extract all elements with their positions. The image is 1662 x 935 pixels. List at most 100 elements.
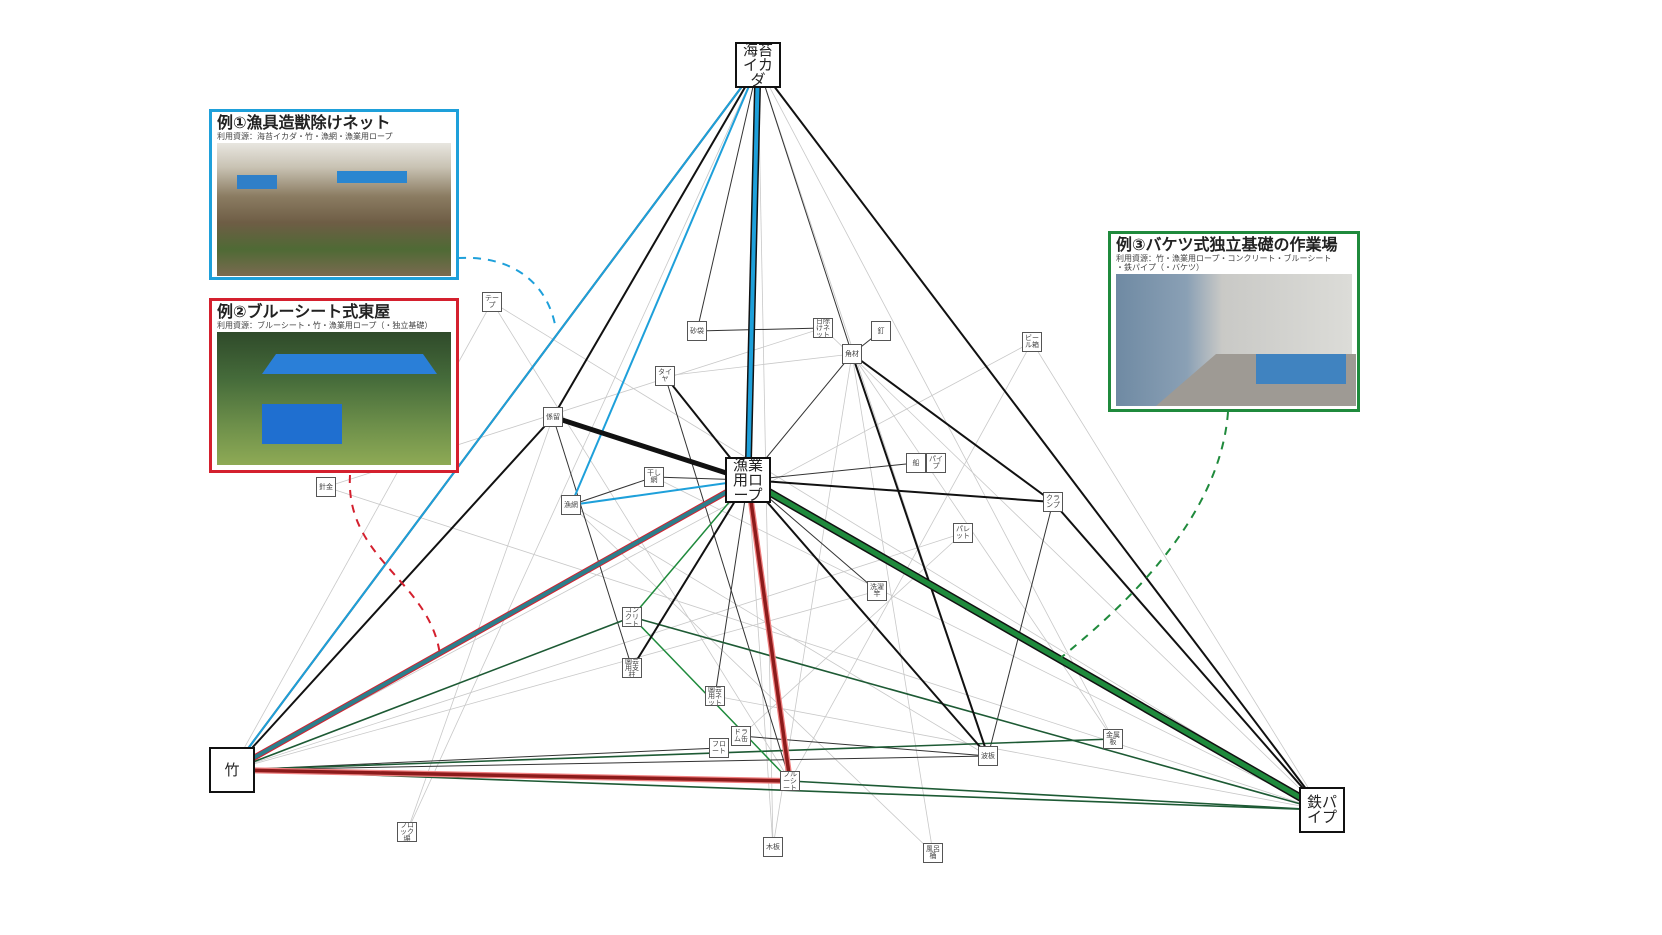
edge-block-nori: [406, 64, 759, 833]
node-nori: 海苔イカダ: [735, 42, 781, 88]
node-rope: 漁業用ロープ: [725, 457, 771, 503]
edge-bath-net: [570, 504, 934, 854]
edge-lumber-tire: [664, 353, 853, 377]
node-tire: タイヤ: [655, 366, 675, 386]
edge-bath-lumber: [851, 353, 934, 854]
edge-drum-wave: [740, 735, 989, 757]
edge-rope-bamboo: [231, 478, 749, 772]
edge-rope-wave: [747, 479, 989, 757]
edge-clamp-wave: [987, 501, 1054, 757]
example-title: 例③バケツ式独立基礎の作業場: [1116, 235, 1338, 254]
edge-rope-blue: [746, 479, 792, 782]
example-photo-workspace: [1116, 274, 1352, 406]
edge-blue-pipe: [789, 780, 1323, 811]
edge-metal-nori: [757, 64, 1114, 740]
node-nail: 釘: [871, 321, 891, 341]
edge-board-rope: [747, 479, 774, 848]
node-pipe2: パイプ: [926, 453, 946, 473]
edge-tape-pipe: [491, 301, 1323, 811]
edge-net-wave: [570, 504, 989, 757]
edge-nori-rope: [746, 64, 760, 481]
edge-bamboo-pipe: [231, 769, 1323, 811]
node-gpost: 園芸用支柱: [622, 658, 642, 678]
edge-dry-net: [570, 476, 655, 506]
node-laundry: 洗濯竿: [867, 581, 887, 601]
connector-example-3: [1057, 411, 1229, 661]
edge-nori-lumber: [757, 64, 853, 355]
node-gnet: 園芸用ネット: [705, 686, 725, 706]
edge-drum-pallet: [740, 532, 964, 737]
node-boat: 船: [906, 453, 926, 473]
edge-nori-sandbag: [696, 64, 759, 332]
node-float: フロート: [709, 738, 729, 758]
node-wire: 針金: [316, 477, 336, 497]
node-blue: ブルーシート: [780, 771, 800, 791]
node-pallet: パレット: [953, 523, 973, 543]
edge-sandbag-shade: [696, 327, 824, 332]
connector-example-1: [457, 256, 557, 331]
node-lumber: 角材: [842, 344, 862, 364]
edge-nori-mooring: [552, 64, 759, 418]
edge-beer-pipe: [1031, 341, 1323, 811]
example-card-3: 例③バケツ式独立基礎の作業場 利用資源：竹・漁業用ロープ・コンクリート・ブルーシ…: [1108, 231, 1360, 412]
node-beer: ビール箱: [1022, 332, 1042, 352]
node-concrete: コンクリート: [622, 607, 642, 627]
node-wave: 波板: [978, 746, 998, 766]
example-photo-tarp-shelter: [217, 332, 451, 465]
edge-rope-pipe: [746, 477, 1324, 813]
connector-example-2: [348, 474, 441, 656]
example-title: 例①漁具造獣除けネット: [217, 113, 391, 132]
example-resources: 利用資源：ブルーシート・竹・漁業用ロープ（・独立基礎）: [217, 321, 433, 330]
edge-nori-net: [570, 64, 759, 506]
node-tape: テープ: [482, 292, 502, 312]
node-dry: 干し網: [644, 467, 664, 487]
node-shade: 日除けネット: [813, 318, 833, 338]
edge-nori-pipe: [757, 64, 1323, 811]
edge-dry-pipe: [653, 476, 1323, 811]
node-net: 漁網: [561, 495, 581, 515]
node-metal: 金属板: [1103, 729, 1123, 749]
edge-concrete-pipe: [631, 616, 1323, 811]
edge-rope-boat: [747, 462, 917, 481]
edge-wire-pipe: [325, 486, 1323, 811]
edge-tire-blue: [664, 375, 791, 782]
edge-lumber-clamp: [851, 353, 1054, 503]
edge-bamboo-concrete: [231, 616, 633, 771]
edge-block-mooring: [406, 416, 554, 833]
example-photo-animal-net: [217, 143, 451, 276]
node-board: 木板: [763, 837, 783, 857]
edge-float-bamboo: [231, 747, 720, 771]
example-resources-cont: ・鉄パイプ（・バケツ）: [1116, 263, 1204, 272]
edge-clamp-pipe: [1052, 501, 1323, 811]
example-resources: 利用資源：竹・漁業用ロープ・コンクリート・ブルーシート: [1116, 254, 1332, 263]
example-title: 例②ブルーシート式東屋: [217, 302, 391, 321]
edge-nori-bamboo: [231, 64, 759, 771]
example-card-2: 例②ブルーシート式東屋 利用資源：ブルーシート・竹・漁業用ロープ（・独立基礎）: [209, 298, 459, 473]
node-clamp: クランプ: [1043, 492, 1063, 512]
edge-rope-net: [570, 479, 749, 506]
edge-bamboo-mooring: [231, 416, 554, 771]
node-bath: 風呂桶: [923, 843, 943, 863]
edge-beer-bamboo: [231, 341, 1033, 771]
edge-pallet-bamboo: [231, 532, 964, 771]
edge-shade-pipe: [822, 327, 1323, 811]
node-drum: ドラム缶: [731, 726, 751, 746]
edge-mooring-gpost: [552, 416, 633, 669]
edge-bamboo-metal: [231, 738, 1114, 771]
node-sandbag: 砂袋: [687, 321, 707, 341]
edge-bamboo-wave: [231, 755, 989, 771]
edge-bamboo-blue: [231, 768, 791, 783]
example-resources: 利用資源：海苔イカダ・竹・漁網・漁業用ロープ: [217, 132, 393, 141]
node-block: ブロック塀: [397, 822, 417, 842]
node-pipe: 鉄パイプ: [1299, 787, 1345, 833]
edge-rope-clamp: [747, 479, 1054, 503]
edge-rope-gnet: [714, 479, 749, 697]
edge-mooring-rope: [552, 414, 749, 483]
edge-gnet-pipe: [714, 695, 1323, 811]
edge-rope-gpost: [631, 479, 749, 669]
edge-lumber-wave: [851, 353, 989, 757]
node-bamboo: 竹: [209, 747, 255, 793]
edge-beer-blue: [789, 341, 1033, 782]
node-mooring: 係留: [543, 407, 563, 427]
